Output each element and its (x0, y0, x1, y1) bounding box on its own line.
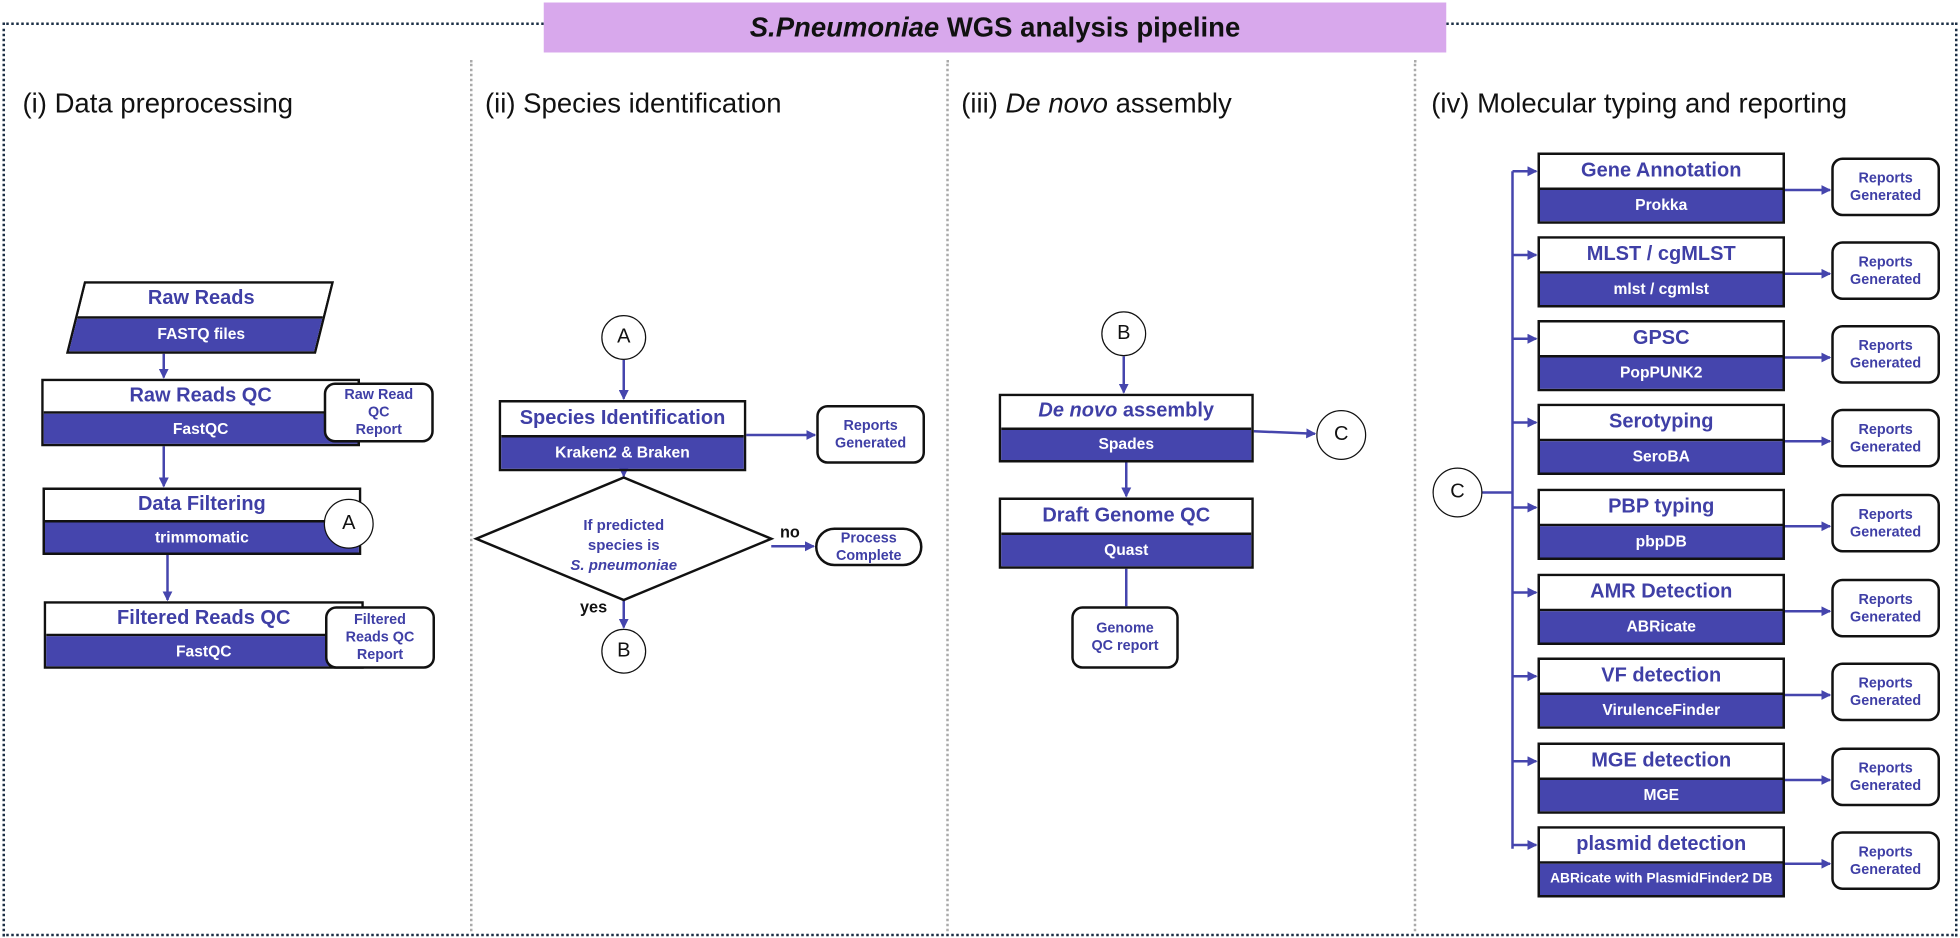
step-title: VF detection (1540, 660, 1783, 695)
decision-diamond (472, 476, 775, 602)
step-tool: MGE (1540, 779, 1783, 812)
connector-b: B (601, 628, 647, 674)
section-heading-preprocessing: (i) Data preprocessing (22, 87, 294, 119)
title-rest: WGS analysis pipeline (939, 11, 1241, 43)
connector-c: C (1432, 467, 1483, 518)
section-heading-species: (ii) Species identification (485, 87, 782, 119)
step-tool: VirulenceFinder (1540, 694, 1783, 727)
step-title: PBP typing (1540, 491, 1783, 526)
step-tool: Prokka (1540, 189, 1783, 222)
step-tool: PopPUNK2 (1540, 356, 1783, 389)
step-tool: SeroBA (1540, 440, 1783, 473)
step-title: MLST / cgMLST (1540, 238, 1783, 274)
step-tool: pbpDB (1540, 525, 1783, 558)
connector-a: A (601, 315, 647, 360)
step-title: plasmid detection (1540, 828, 1783, 864)
input-tool: FASTQ files (157, 325, 246, 343)
step-tool: mlst / cgmlst (1540, 273, 1783, 305)
step-title: Serotyping (1540, 406, 1783, 441)
column-divider (946, 60, 949, 932)
title-species: S.Pneumoniae (749, 11, 940, 43)
step-title: GPSC (1540, 322, 1783, 357)
section-heading-typing: (iv) Molecular typing and reporting (1431, 87, 1848, 119)
section-heading-assembly: (iii) De novo assembly (961, 87, 1232, 119)
step-tool: ABRicate (1540, 610, 1783, 643)
input-title: Raw Reads (147, 287, 255, 309)
step-title: AMR Detection (1540, 576, 1783, 611)
yes-label: yes (580, 597, 608, 617)
no-label: no (780, 522, 800, 542)
step-title: MGE detection (1540, 745, 1783, 780)
connector-c: C (1316, 410, 1367, 460)
column-divider (470, 60, 473, 932)
step-tool: ABRicate with PlasmidFinder2 DB (1540, 863, 1783, 895)
column-divider (1413, 60, 1417, 932)
diagram-title: S.Pneumoniae WGS analysis pipeline (543, 2, 1447, 53)
connector-b: B (1101, 311, 1147, 357)
connector-a: A (323, 498, 374, 549)
step-title: Gene Annotation (1540, 155, 1783, 190)
raw-reads-input: Raw Reads FASTQ files (65, 281, 338, 354)
